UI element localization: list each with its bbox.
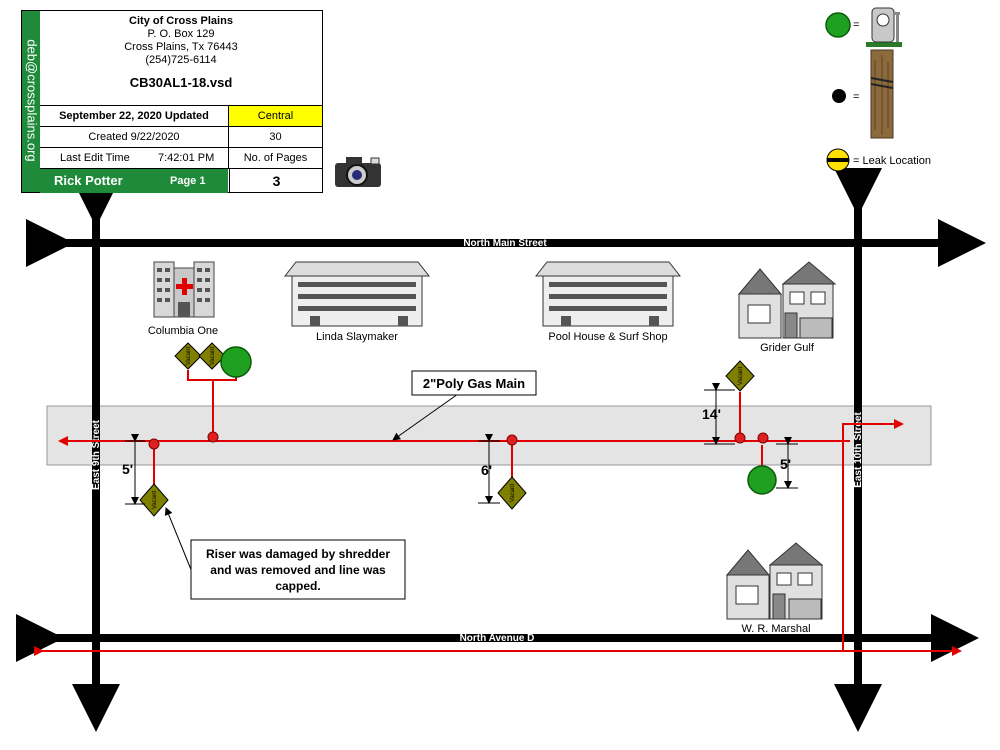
vacant-lot-4: Vacant [139, 483, 169, 517]
address-line-1: P. O. Box 129 [147, 28, 215, 40]
vacant-label: Vacant [510, 484, 516, 503]
building-label-hospital: Columbia One [148, 325, 218, 337]
vacant-label: Vacant [210, 347, 216, 366]
dimension-5ft-right [776, 437, 798, 489]
house-icon-2 [725, 542, 824, 620]
street-label-north-avenue-d: North Avenue D [460, 633, 535, 644]
file-name: CB30AL1-18.vsd [129, 75, 233, 90]
pages-label: No. of Pages [243, 152, 308, 164]
legend-leak-icon [826, 148, 850, 172]
vacant-label: Vacant [152, 491, 158, 510]
gas-main-callout: 2"Poly Gas Main [392, 370, 537, 441]
legend-meter-eq: = [853, 19, 859, 31]
meter-columbia [220, 346, 252, 378]
dimension-label: 5' [122, 461, 133, 477]
author-bar: Rick Potter Page 1 [40, 168, 228, 193]
street-north-avenue-d: North Avenue D [16, 614, 979, 662]
note-line-2: and was removed and line was [210, 563, 386, 577]
dimension-5ft-left [125, 434, 145, 505]
vacant-label: Vacant [186, 347, 192, 366]
building-label-linda: Linda Slaymaker [316, 331, 398, 343]
title-block-header: City of Cross Plains P. O. Box 129 Cross… [40, 11, 322, 105]
street-east-9th: East 9th Street [72, 179, 120, 732]
phone-number: (254)725-6114 [145, 54, 217, 66]
vacant-lot-2: Vacant [198, 342, 226, 370]
zone-name: Central [229, 106, 322, 127]
address-line-2: Cross Plains, Tx 76443 [124, 41, 238, 53]
meter-grider [747, 465, 777, 495]
dimension-label: 5' [780, 456, 791, 472]
last-edit-time: 7:42:01 PM [158, 152, 215, 164]
note-line-1: Riser was damaged by shredder [206, 547, 390, 561]
row-last-edit: Last Edit Time 7:42:01 PM No. of Pages [40, 147, 322, 169]
risers [148, 431, 769, 450]
building-label-marshal: W. R. Marshal [741, 623, 810, 635]
legend-leak-label: = Leak Location [853, 155, 931, 167]
legend: = = = Leak Location [825, 7, 931, 172]
building-label-pool-house: Pool House & Surf Shop [548, 331, 667, 343]
hospital-icon [153, 261, 215, 318]
utility-pole-picture-icon [870, 49, 894, 139]
legend-pole-icon [832, 89, 846, 103]
riser [506, 434, 518, 446]
page-indicator: Page 1 [170, 175, 206, 187]
note-line-3: capped. [275, 579, 320, 593]
last-edit-label: Last Edit Time [60, 152, 130, 164]
dimension-label: 6' [481, 462, 492, 478]
row-updated: September 22, 2020 Updated Central [40, 105, 322, 127]
house-icon-1 [737, 261, 837, 339]
street-label-east-9th: East 9th Street [91, 419, 102, 490]
street-east-10th: East 10th Street [834, 168, 882, 732]
camera-icon[interactable] [335, 157, 381, 187]
legend-pole-eq: = [853, 91, 859, 103]
dimension-6ft [478, 434, 500, 504]
riser [148, 438, 160, 450]
author-name: Rick Potter [54, 173, 123, 188]
street-north-main: North Main Street [26, 219, 986, 267]
apartment-icon-2 [534, 261, 682, 327]
gas-meter-picture-icon [866, 7, 902, 47]
riser-note: Riser was damaged by shredder and was re… [164, 507, 406, 600]
title-block-sidebar: deb@crossplains.org [22, 11, 40, 192]
row-created: Created 9/22/2020 30 [40, 126, 322, 148]
title-block: deb@crossplains.org City of Cross Plains… [21, 10, 323, 193]
street-label-north-main: North Main Street [463, 238, 547, 249]
gas-line-east [842, 419, 904, 650]
created-date: Created 9/22/2020 [40, 127, 229, 148]
street-label-east-10th: East 10th Street [853, 412, 864, 488]
legend-meter-icon [825, 12, 851, 38]
building-label-grider: Grider Gulf [760, 342, 815, 354]
contact-email[interactable]: deb@crossplains.org [24, 39, 40, 162]
updated-date: September 22, 2020 Updated [40, 106, 229, 127]
vacant-lot-5: Vacant [497, 476, 527, 510]
dimension-14ft [704, 383, 735, 445]
vacant-label: Vacant [738, 367, 744, 386]
riser [734, 432, 746, 444]
vacant-lot-3: Vacant [725, 360, 755, 392]
last-edit-cell: Last Edit Time 7:42:01 PM [40, 148, 229, 169]
dimension-label: 14' [702, 406, 721, 422]
page-count: 3 [229, 168, 323, 193]
zone-number: 30 [269, 131, 282, 143]
apartment-icon-1 [283, 261, 431, 327]
vacant-lot-1: Vacant [174, 342, 202, 370]
riser [207, 431, 219, 443]
riser [757, 432, 769, 444]
gas-main-label: 2"Poly Gas Main [423, 376, 525, 391]
org-name: City of Cross Plains [129, 15, 233, 27]
